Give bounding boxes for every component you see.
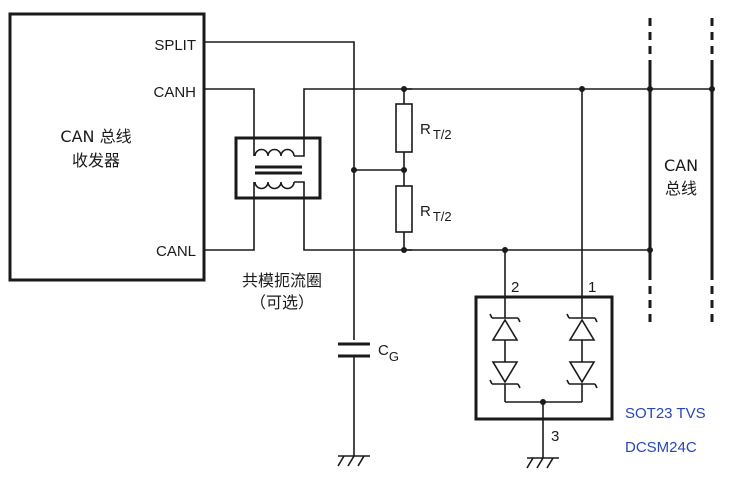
tvs-pin2-label: 2: [511, 279, 519, 296]
tvs-pin3-label: 3: [551, 428, 559, 445]
transceiver-title-line1: CAN 总线: [60, 127, 131, 146]
tvs-ground-icon: [526, 457, 559, 469]
canl-to-choke-wire: [204, 182, 255, 251]
bus-label-line2: 总线: [665, 179, 697, 198]
capacitor-label: CG: [378, 342, 399, 364]
choke-to-canh-bus-wire: [294, 88, 412, 157]
can-transceiver: CAN 总线 收发器 SPLIT CANH CANL: [8, 12, 206, 282]
choke-label-line2: （可选）: [250, 293, 314, 312]
bus-label-line1: CAN: [664, 156, 698, 175]
tvs-part-line1: SOT23 TVS: [625, 405, 706, 422]
choke-to-canl-bus-wire: [294, 181, 412, 251]
choke-coil-bottom-icon: [254, 181, 295, 190]
tvs-left-diode-bottom-icon: [489, 361, 521, 389]
resistor-upper: [395, 103, 413, 153]
tvs-pin1-label: 1: [588, 279, 596, 296]
pin-split-label: SPLIT: [154, 37, 196, 54]
common-mode-choke: 共模扼流圈 （可选）: [204, 88, 412, 312]
canh-to-choke-wire: [204, 88, 255, 156]
tvs-part-line2: DCSM24C: [625, 439, 697, 456]
resistor-lower: [395, 185, 413, 233]
transceiver-box: [8, 12, 206, 282]
choke-coil-top-icon: [254, 148, 295, 157]
can-bus-lines: CAN 总线: [648, 18, 714, 322]
tvs-diode-array: 2 1: [474, 89, 706, 469]
junction-resistor-mid: [401, 167, 407, 173]
pin-canl-label: CANL: [156, 243, 196, 260]
capacitor-ground-icon: [337, 455, 370, 467]
junction-split-mid: [351, 167, 357, 173]
split-net: CG: [204, 41, 399, 467]
pin-canh-label: CANH: [153, 84, 196, 101]
choke-label-line1: 共模扼流圈: [242, 271, 322, 290]
bus-label-bg: [658, 152, 704, 204]
transceiver-title-line2: 收发器: [72, 151, 120, 170]
split-wire: [204, 41, 355, 340]
